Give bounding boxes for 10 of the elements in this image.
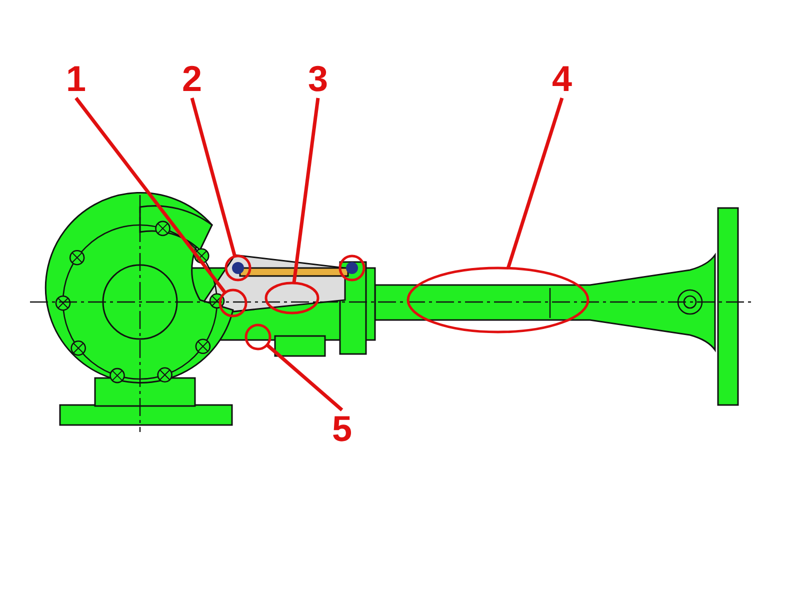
- leader-line: [292, 98, 320, 284]
- callout-number: 5: [330, 410, 354, 448]
- leader-line: [506, 97, 564, 269]
- callout-number: 2: [180, 60, 204, 98]
- leader-line: [190, 98, 237, 257]
- callout-number: 3: [306, 60, 330, 98]
- leader-line: [74, 96, 226, 294]
- callout-number: 4: [550, 60, 574, 98]
- leader-line: [266, 344, 344, 412]
- callout-number: 1: [64, 60, 88, 98]
